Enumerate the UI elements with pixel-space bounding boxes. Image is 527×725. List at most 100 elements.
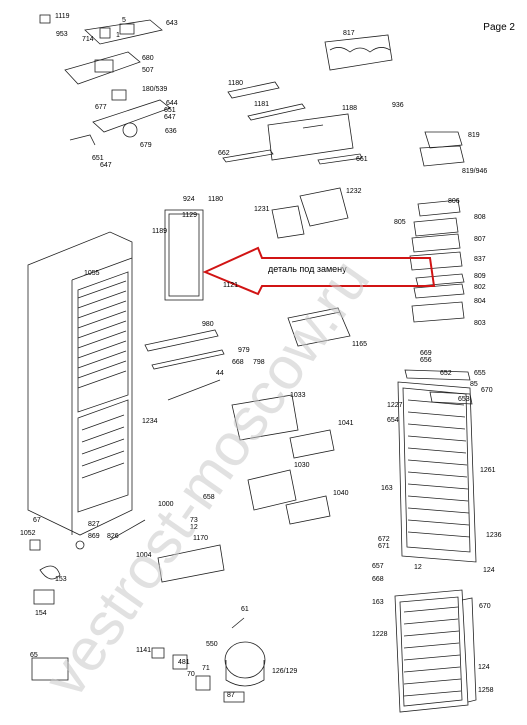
- part-number-label: 1231: [254, 206, 270, 213]
- part-number-label: 550: [206, 641, 218, 648]
- part-number-label: 670: [481, 387, 493, 394]
- part-number-label: 5: [122, 17, 126, 24]
- part-number-label: 1033: [290, 392, 306, 399]
- part-number-label: 1040: [333, 490, 349, 497]
- part-number-label: 819/946: [462, 168, 488, 175]
- part-number-label: 647: [164, 114, 176, 121]
- part-number-label: 1188: [342, 105, 358, 112]
- part-number-label: 1121: [223, 282, 239, 289]
- part-number-label: 1170: [193, 535, 209, 542]
- middle-parts: [109, 307, 351, 583]
- part-number-label: 1261: [480, 467, 496, 474]
- part-number-label: 1004: [136, 552, 152, 559]
- part-number-label: 668: [372, 576, 384, 583]
- part-number-label: 658: [203, 494, 215, 501]
- part-number-label: 979: [238, 347, 250, 354]
- part-number-label: 73: [190, 517, 198, 524]
- part-number-label: 1052: [20, 530, 36, 537]
- part-number-label: 163: [372, 599, 384, 606]
- part-number-label: 807: [474, 236, 486, 243]
- upper-door: [397, 369, 477, 563]
- part-number-label: 87: [227, 692, 235, 699]
- part-number-label: 1228: [372, 631, 388, 638]
- part-number-label: 67: [33, 517, 41, 524]
- callout-text: деталь под замену: [268, 264, 347, 274]
- part-number-label: 980: [202, 321, 214, 328]
- part-number-label: 679: [140, 142, 152, 149]
- part-number-label: 180/539: [142, 86, 168, 93]
- part-number-label: 803: [474, 320, 486, 327]
- part-number-label: 671: [378, 543, 390, 550]
- part-number-label: 651: [92, 155, 104, 162]
- part-number-label: 71: [202, 665, 210, 672]
- part-number-label: 1236: [486, 532, 502, 539]
- part-number-label: 163: [381, 485, 393, 492]
- part-number-label: 672: [378, 536, 390, 543]
- part-number-label: 1055: [84, 270, 100, 277]
- part-number-label: 1030: [294, 462, 310, 469]
- part-number-label: 808: [474, 214, 486, 221]
- part-number-label: 656: [420, 357, 432, 364]
- part-number-label: 680: [142, 55, 154, 62]
- part-number-label: 669: [420, 350, 432, 357]
- part-number-label: 1141: [136, 647, 152, 654]
- part-number-label: 507: [142, 67, 154, 74]
- fridge-cabinet: [27, 231, 133, 536]
- crisper-boxes: [271, 187, 465, 323]
- part-number-label: 655: [474, 370, 486, 377]
- part-number-label: 1189: [152, 228, 168, 235]
- part-number-label: 644: [166, 100, 178, 107]
- callout-arrow: [202, 246, 436, 296]
- part-number-label: 826: [107, 533, 119, 540]
- part-number-label: 636: [165, 128, 177, 135]
- part-number-label: 827: [88, 521, 100, 528]
- part-number-label: 837: [474, 256, 486, 263]
- part-number-label: 85: [470, 381, 478, 388]
- part-number-label: 654: [387, 417, 399, 424]
- part-number-label: 953: [56, 31, 68, 38]
- part-number-label: 661: [356, 156, 368, 163]
- part-number-label: 668: [232, 359, 244, 366]
- part-number-label: 869: [88, 533, 100, 540]
- part-number-label: 1227: [387, 402, 403, 409]
- part-number-label: 124: [478, 664, 490, 671]
- part-number-label: 12: [414, 564, 422, 571]
- part-number-label: 1180: [228, 80, 244, 87]
- part-number-label: 1258: [478, 687, 494, 694]
- part-number-label: 481: [178, 659, 190, 666]
- part-number-label: 806: [448, 198, 460, 205]
- compressor-parts: [29, 539, 266, 703]
- part-number-label: 643: [166, 20, 178, 27]
- part-number-label: 819: [468, 132, 480, 139]
- part-number-label: 1232: [346, 188, 362, 195]
- part-number-label: 652: [440, 370, 452, 377]
- part-number-label: 1165: [352, 341, 368, 348]
- part-number-label: 798: [253, 359, 265, 366]
- part-number-label: 1: [116, 32, 120, 39]
- part-number-label: 714: [82, 36, 94, 43]
- part-number-label: 924: [183, 196, 195, 203]
- part-number-label: 1000: [158, 501, 174, 508]
- part-number-label: 662: [218, 150, 230, 157]
- door-seal-frame: [164, 209, 204, 301]
- part-number-label: 657: [372, 563, 384, 570]
- part-number-label: 1234: [142, 418, 158, 425]
- part-number-label: 154: [35, 610, 47, 617]
- part-number-label: 647: [100, 162, 112, 169]
- part-number-label: 805: [394, 219, 406, 226]
- part-number-label: 804: [474, 298, 486, 305]
- part-number-label: 61: [241, 606, 249, 613]
- part-number-label: 12: [190, 524, 198, 531]
- part-number-label: 802: [474, 284, 486, 291]
- part-number-label: 153: [55, 576, 67, 583]
- page-label: Page 2: [483, 22, 515, 33]
- part-number-label: 809: [474, 273, 486, 280]
- part-number-label: 1129: [182, 212, 198, 219]
- part-number-label: 1181: [254, 101, 270, 108]
- part-number-label: 70: [187, 671, 195, 678]
- part-number-label: 1041: [338, 420, 354, 427]
- lower-door: [394, 589, 477, 713]
- part-number-label: 124: [483, 567, 495, 574]
- part-number-label: 65: [30, 652, 38, 659]
